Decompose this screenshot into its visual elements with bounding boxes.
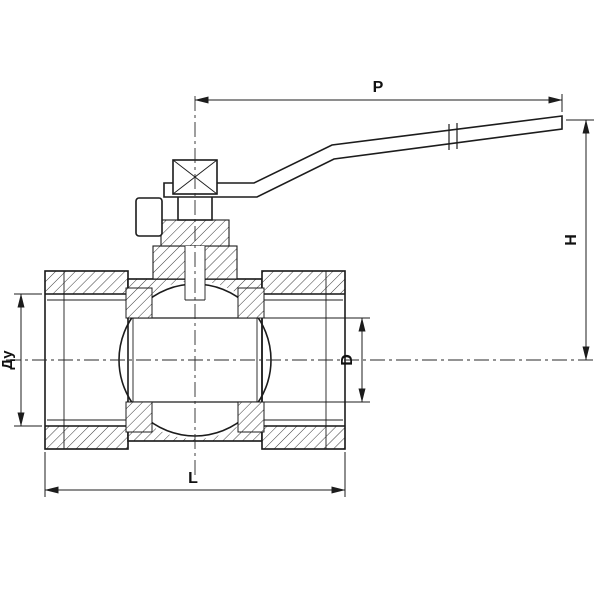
dimension-label-l: L xyxy=(188,470,198,487)
centerlines xyxy=(6,96,596,478)
left-port-bottom-wall xyxy=(44,425,129,450)
dimension-label-du: Ду xyxy=(0,350,16,370)
dimensions: P H Ду D L xyxy=(0,79,594,497)
seat-top-left xyxy=(125,287,153,319)
seat-top-right xyxy=(237,287,265,319)
left-port-top-wall xyxy=(44,270,129,295)
seat-bottom-left xyxy=(125,401,153,433)
handle-lever xyxy=(163,115,563,198)
valve-body xyxy=(44,115,563,450)
dimension-H: H xyxy=(563,119,594,361)
dimension-Du: Ду xyxy=(0,293,42,427)
right-port-bottom-wall xyxy=(261,425,346,450)
handle-stop-tab xyxy=(135,197,163,237)
seat-bottom-right xyxy=(237,401,265,433)
dimension-label-h: H xyxy=(563,234,580,246)
dimension-P: P xyxy=(194,79,563,112)
right-port-top-wall xyxy=(261,270,346,295)
dimension-D: D xyxy=(258,317,370,403)
dimension-label-d: D xyxy=(339,354,356,366)
dimension-L: L xyxy=(44,452,346,497)
seat-rings xyxy=(125,287,265,433)
dimension-label-p: P xyxy=(373,79,384,96)
handle xyxy=(163,115,563,198)
